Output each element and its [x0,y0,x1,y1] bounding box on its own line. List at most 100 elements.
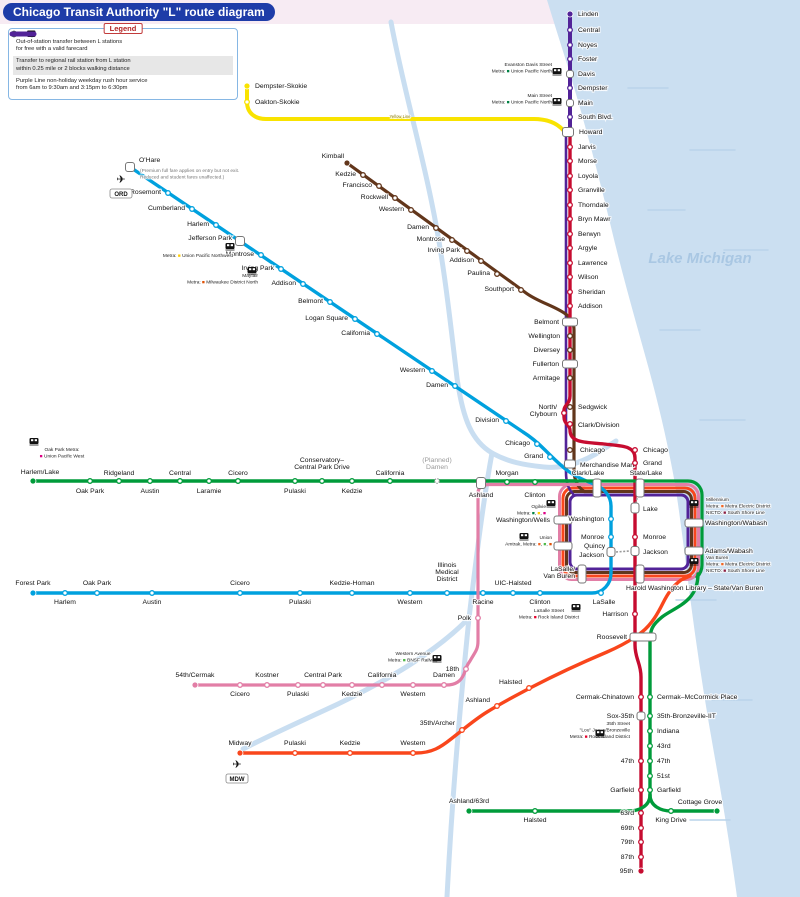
station-rockwell [392,195,398,201]
station-51st-label: 51st [657,773,670,780]
station-43rd-label: 43rd [657,743,671,750]
station-harrison-label: Harrison [602,611,628,618]
station-cumberland-label: Cumberland [148,205,185,212]
station-cermak-mccormick-place-label: Cermak–McCormick Place [657,694,738,701]
loop-ring-purple [568,493,690,571]
loop-ring-pink [558,483,700,581]
station-granville-label: Granville [578,187,605,194]
station-roosevelt-label: Roosevelt [597,634,627,641]
station-belmont-blue [327,299,333,305]
station-harold-washington-library-state-van-buren [635,564,645,584]
station-montrose-blue [258,252,264,258]
station-indiana-label: Indiana [657,728,680,735]
station-central [567,27,573,33]
station-kedzie-green-label: Kedzie [342,488,363,495]
station-addison-blue [300,281,306,287]
map-note: (Premium full fare applies on entry but … [140,168,239,174]
station-merchandise-mart-label: Merchandise Mart [580,462,635,469]
station-damen-planned-label: (Planned) [422,457,451,464]
airport-code: MDW [230,777,245,783]
station-western-orange-label: Western [400,740,425,747]
station-irving-park-brown-label: Irving Park [428,247,461,254]
map-note: NICTD: ■ South Shore Line [706,510,765,516]
map-note: Metra: ■ Union Pacific North [492,99,553,105]
station-kedzie-brown [360,172,366,178]
station-halsted-orange [526,685,532,691]
station-quincy-label: Quincy [584,543,606,550]
station-95th [637,867,645,875]
station-polk [475,615,481,621]
station-54th-cermak-label: 54th/Cermak [176,672,216,679]
station-logan-square-label: Logan Square [305,315,348,322]
station-western-brown [408,207,414,213]
station-morgan-label: Morgan [495,470,518,477]
legend-rows: Out-of-station transfer between L statio… [9,30,233,94]
station-lasalle-van-buren [577,564,587,584]
metra-train-icon [689,500,699,508]
station-ashland [476,477,486,489]
station-merchandise-mart [564,459,576,469]
station-harold-washington-library-state-van-buren-label: Harold Washington Library – State/Van Bu… [626,585,763,592]
station-western-blue-forest-park-label: Western [397,599,422,606]
station-irving-park-blue [278,266,284,272]
station-lawrence [567,260,573,266]
station-69th [638,825,644,831]
station-kostner [264,682,270,688]
station-jackson-red [630,546,640,556]
station-california-green [387,478,393,484]
station-roosevelt [629,632,657,642]
station-35th-archer [459,727,465,733]
station-jarvis [567,144,573,150]
station-diversey [567,347,573,353]
station-austin-green-label: Austin [141,488,160,495]
station-garfield-green-label: Garfield [657,787,681,794]
legend-item-0: Out-of-station transfer between L statio… [10,30,233,55]
station-morse [567,158,573,164]
station-illinois-medical-district-label: Illinois [438,562,457,569]
station-monroe-red-label: Monroe [643,534,666,541]
station-california-blue-label: California [341,330,370,337]
station-wilson [567,274,573,280]
station-pulaski-pink [295,682,301,688]
station-midway [236,749,244,757]
map-note: Metra: ■ Metra Electric District [706,503,771,509]
station-racine [480,590,486,596]
station-howard [562,127,574,137]
legend: Legend Out-of-station transfer between L… [8,23,238,101]
page-title: Chicago Transit Authority "L" route diag… [3,3,275,21]
legend-item-text: Purple Line non-holiday weekday rush hou… [16,77,148,92]
station-western-blue-o-hare [429,368,435,374]
station-conservatory-central-park-drive-label: Central Park Drive [294,464,350,471]
map-note: Metra: ■ Union Pacific Northwest [163,253,234,259]
station-berwyn [567,231,573,237]
station-southport [518,287,524,293]
station-kedzie-pink-label: Kedzie [342,691,363,698]
station-clark-division [567,421,573,427]
station-damen-blue-label: Damen [426,382,448,389]
station-63rd-label: 63rd [620,810,634,817]
station-harlem-blue-forest-park-label: Harlem [54,599,76,606]
map-note: Metra: ■ Rock Island District [519,614,580,620]
station-halsted-orange-label: Halsted [499,679,522,686]
station-69th-label: 69th [621,825,634,832]
station-berwyn-label: Berwyn [578,231,601,238]
map-note: Ogilvie [531,504,546,510]
station-addison-red-label: Addison [578,303,603,310]
map-note: Metra: ■ Rock Island District [570,734,631,740]
map-note: Reduced and student fares unaffected.) [140,174,225,180]
station-cicero-pink [237,682,243,688]
station-harlem-blue-o-hare-label: Harlem [187,221,209,228]
station-argyle [567,245,573,251]
station-western-pink-label: Western [400,691,425,698]
legend-item-text: Transfer to regional rail station from L… [16,58,131,72]
station-oak-park-blue-label: Oak Park [83,580,112,587]
station-washington-wells-label: Washington/Wells [496,517,551,524]
station-chicago-red-label: Chicago [643,447,668,454]
station-paulina [494,271,500,277]
station-pulaski-blue [297,590,303,596]
station-clinton-blue [537,590,543,596]
station-loyola-label: Loyola [578,173,598,180]
station-addison-red [567,303,573,309]
river [240,615,472,752]
map-note: ■ Union Pacific West [40,453,85,459]
